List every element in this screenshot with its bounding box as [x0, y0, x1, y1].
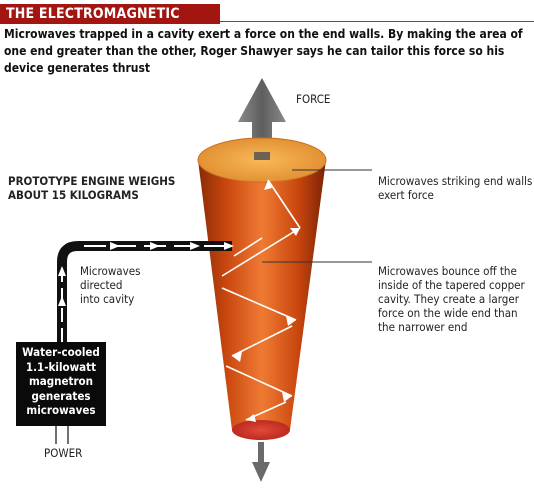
subtitle: Microwaves trapped in a cavity exert a f… [4, 27, 523, 75]
leader-lines [262, 169, 372, 263]
bottom-arrow [252, 442, 270, 482]
narrow-end-plate [232, 420, 290, 440]
prototype-label: PROTOTYPE ENGINE WEIGHS ABOUT 15 KILOGRA… [8, 174, 176, 202]
microwave-arrowheads [232, 180, 300, 422]
page-title: THE ELECTROMAGNETIC DRIVE [0, 4, 220, 42]
microwaves-directed-label: Microwaves directed into cavity [80, 264, 141, 306]
power-leads [55, 426, 69, 444]
power-label: POWER [44, 446, 83, 460]
magnetron-box: Water-cooled 1.1-kilowatt magnetron gene… [16, 342, 106, 426]
bounce-label: Microwaves bounce off the inside of the … [378, 264, 525, 334]
microwave-bounce-path [221, 179, 301, 421]
title-divider [220, 21, 534, 22]
force-label: FORCE [296, 92, 331, 106]
force-arrow [238, 78, 286, 146]
striking-label: Microwaves striking end walls exert forc… [378, 174, 533, 202]
waveguide-pipe [57, 241, 234, 344]
copper-cavity [197, 137, 327, 440]
